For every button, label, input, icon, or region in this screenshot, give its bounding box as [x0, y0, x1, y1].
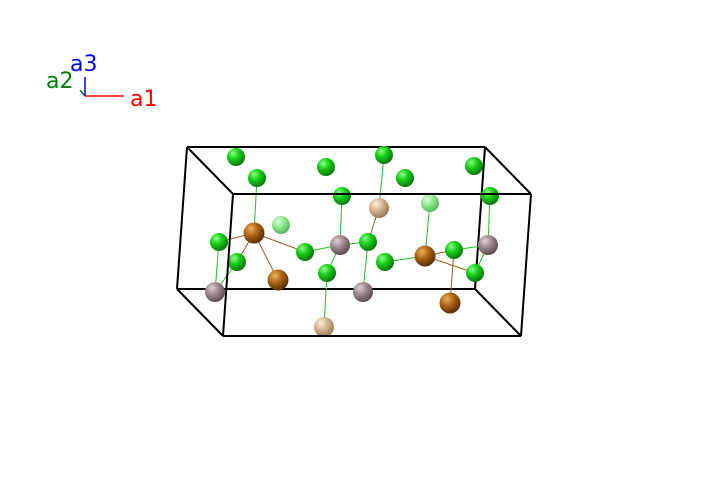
atom-green — [376, 253, 394, 271]
a2-axis-line — [79, 89, 86, 97]
atom-green — [317, 158, 335, 176]
atom-brown — [243, 222, 265, 244]
unit-cell-front — [176, 146, 532, 337]
atom-tan — [369, 198, 389, 218]
atoms — [205, 146, 499, 337]
atom-green — [210, 233, 228, 251]
atom-green-faded — [272, 216, 290, 234]
atom-green — [248, 169, 266, 187]
atom-brown — [414, 245, 436, 267]
atom-tan — [314, 317, 334, 337]
atom-mauve — [205, 282, 225, 302]
atom-green — [318, 264, 336, 282]
atom-green — [481, 187, 499, 205]
atom-green — [466, 264, 484, 282]
atom-mauve — [478, 235, 498, 255]
atom-green — [333, 187, 351, 205]
atom-mauve — [330, 235, 350, 255]
atom-mauve — [353, 282, 373, 302]
atom-green — [375, 146, 393, 164]
atom-brown — [267, 269, 289, 291]
a2-label: a2 — [46, 69, 73, 94]
atom-green — [227, 148, 245, 166]
atom-brown — [439, 292, 461, 314]
atom-green-faded — [421, 194, 439, 212]
a1-label: a1 — [130, 87, 157, 112]
atom-green — [396, 169, 414, 187]
atom-green — [296, 243, 314, 261]
atom-green — [359, 233, 377, 251]
a3-label: a3 — [70, 52, 97, 77]
axis-indicator: a1 a2 a3 — [46, 52, 157, 112]
atom-green — [445, 241, 463, 259]
atom-green — [465, 157, 483, 175]
atom-green — [228, 253, 246, 271]
